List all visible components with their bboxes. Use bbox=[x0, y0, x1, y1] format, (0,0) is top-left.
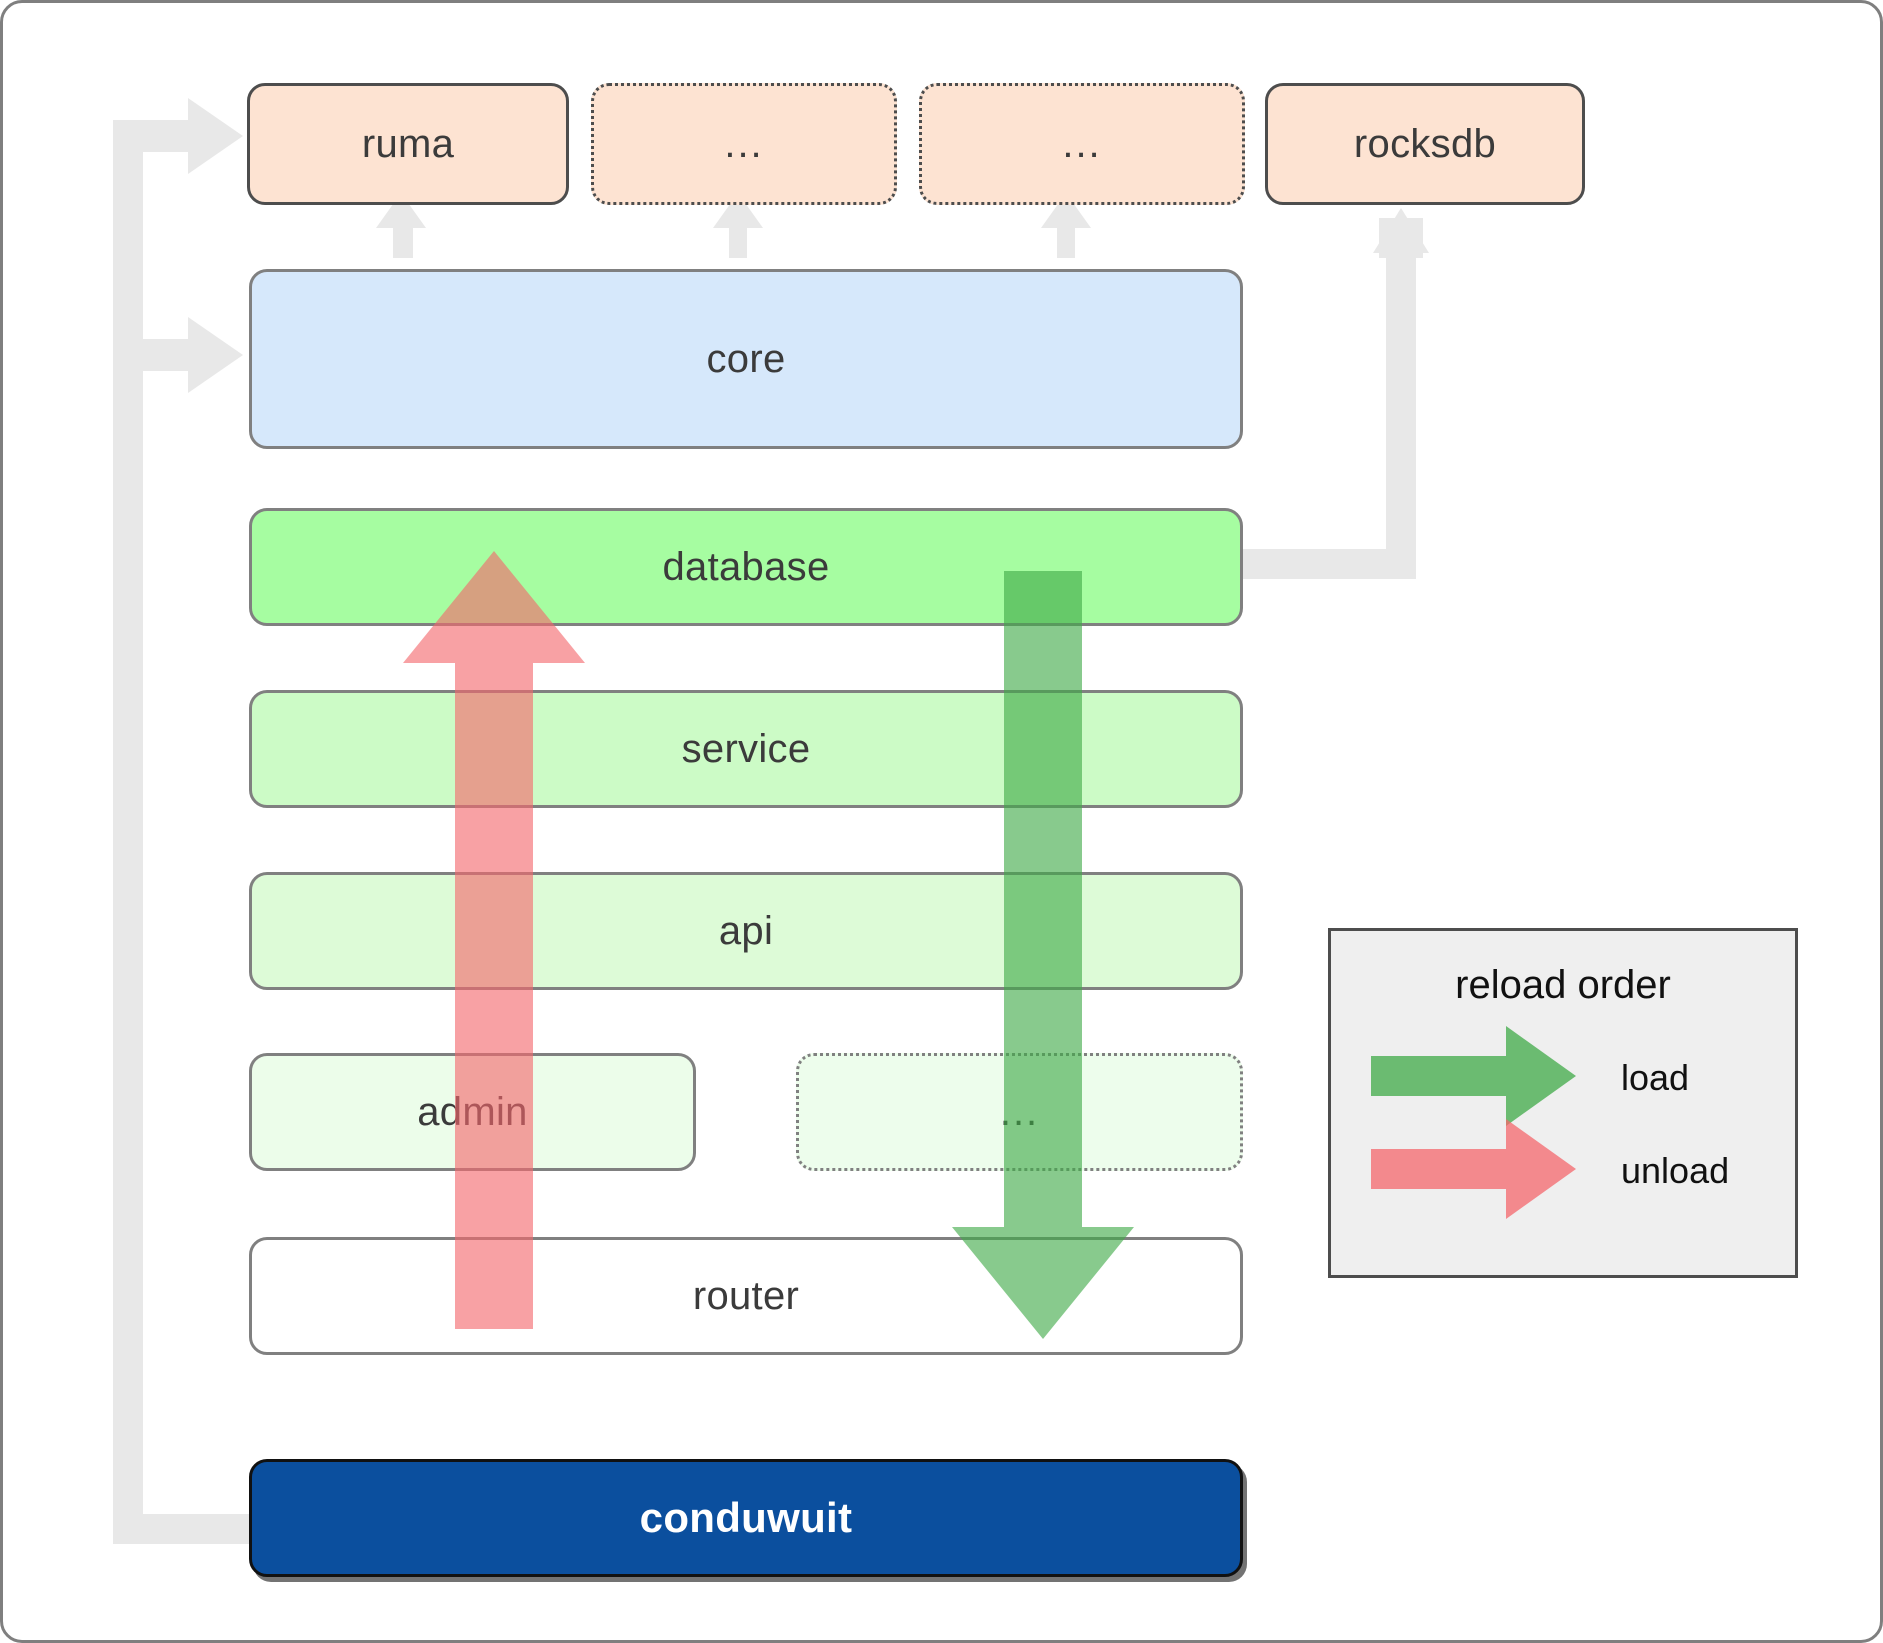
layer-label: api bbox=[718, 908, 774, 953]
unload-arrow-icon bbox=[1371, 1119, 1576, 1219]
core-box[interactable]: core bbox=[249, 269, 1243, 449]
layer-box-service[interactable]: service bbox=[249, 690, 1243, 808]
dependency-label: ruma bbox=[361, 121, 455, 166]
legend-label-load: load bbox=[1621, 1057, 1690, 1098]
dependency-box-ruma[interactable]: ruma bbox=[247, 83, 569, 205]
layer-box-admin[interactable]: admin bbox=[249, 1053, 696, 1171]
reload-arrow-layer bbox=[403, 551, 1134, 1339]
layer-box-database[interactable]: database bbox=[249, 508, 1243, 626]
layer-label: router bbox=[692, 1273, 800, 1318]
legend-arrow-icons bbox=[1371, 1026, 1576, 1219]
app-label: conduwuit bbox=[639, 1494, 853, 1541]
layer-box-placeholder[interactable]: ... bbox=[796, 1053, 1243, 1171]
connector-layer bbox=[113, 98, 1429, 1544]
layer-box-router[interactable]: router bbox=[249, 1237, 1243, 1355]
legend-label-unload: unload bbox=[1621, 1150, 1730, 1191]
legend-panel: reload order load unload bbox=[1328, 928, 1798, 1278]
dependency-box-rocksdb[interactable]: rocksdb bbox=[1265, 83, 1585, 205]
layer-label: database bbox=[662, 544, 830, 589]
dependency-label: ... bbox=[1062, 122, 1102, 166]
core-label: core bbox=[706, 336, 786, 381]
layer-label: service bbox=[681, 726, 811, 771]
dependency-box-placeholder-1[interactable]: ... bbox=[591, 83, 897, 205]
dependency-box-placeholder-2[interactable]: ... bbox=[919, 83, 1245, 205]
load-arrow-icon bbox=[1371, 1026, 1576, 1126]
legend-title: reload order bbox=[1455, 963, 1671, 1007]
dependency-label: rocksdb bbox=[1353, 121, 1497, 166]
app-box-conduwuit[interactable]: conduwuit bbox=[249, 1459, 1243, 1577]
dependency-label: ... bbox=[724, 122, 764, 166]
layer-label: ... bbox=[999, 1090, 1040, 1134]
layer-label: admin bbox=[417, 1089, 528, 1134]
layer-box-api[interactable]: api bbox=[249, 872, 1243, 990]
